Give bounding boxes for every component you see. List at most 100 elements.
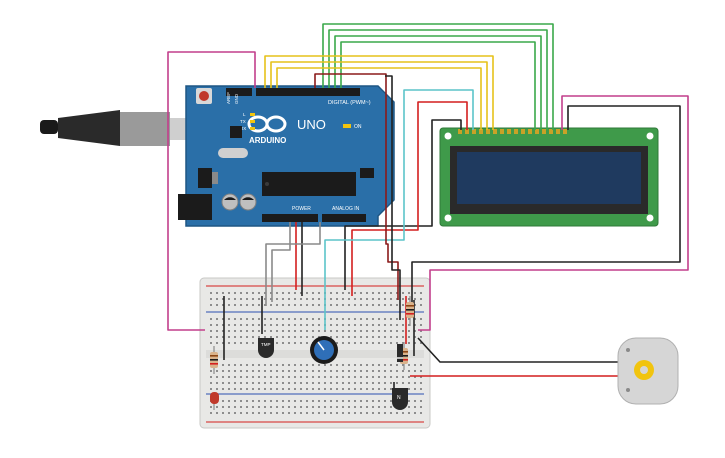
breadboard-hole <box>378 388 380 390</box>
breadboard-hole <box>318 412 320 414</box>
tx-led <box>250 120 255 123</box>
breadboard-hole <box>402 412 404 414</box>
breadboard-hole <box>420 336 422 338</box>
breadboard-hole <box>228 330 230 332</box>
breadboard-hole <box>360 412 362 414</box>
breadboard-hole <box>312 382 314 384</box>
wire-red-lcd <box>351 101 468 296</box>
breadboard-hole <box>336 318 338 320</box>
breadboard-hole <box>312 376 314 378</box>
breadboard-hole <box>300 318 302 320</box>
breadboard-hole <box>408 292 410 294</box>
breadboard-hole <box>372 406 374 408</box>
breadboard-hole <box>216 376 218 378</box>
usb-plug <box>120 112 170 146</box>
wire-yellow-2 <box>270 61 488 130</box>
breadboard-hole <box>210 342 212 344</box>
breadboard-hole <box>294 324 296 326</box>
breadboard-hole <box>396 412 398 414</box>
l-label: L <box>243 112 246 117</box>
breadboard-hole <box>210 406 212 408</box>
breadboard-hole <box>294 298 296 300</box>
breadboard-hole <box>402 364 404 366</box>
breadboard-hole <box>252 324 254 326</box>
breadboard-hole <box>222 304 224 306</box>
wire-gray-analog <box>265 222 321 306</box>
breadboard-hole <box>384 370 386 372</box>
usb-cable <box>40 110 186 146</box>
breadboard-hole <box>252 412 254 414</box>
capacitor-2 <box>239 193 257 211</box>
breadboard-hole <box>384 304 386 306</box>
breadboard-hole <box>420 412 422 414</box>
breadboard-hole <box>366 406 368 408</box>
breadboard-hole <box>282 324 284 326</box>
motor-terminal-2 <box>626 388 630 392</box>
breadboard-hole <box>336 330 338 332</box>
lcd-pin <box>465 129 469 134</box>
breadboard-hole <box>276 342 278 344</box>
breadboard-hole <box>288 292 290 294</box>
breadboard-hole <box>336 292 338 294</box>
breadboard-hole <box>318 292 320 294</box>
breadboard-hole <box>276 318 278 320</box>
breadboard-hole <box>270 370 272 372</box>
breadboard-hole <box>300 342 302 344</box>
breadboard-hole <box>258 336 260 338</box>
breadboard-hole <box>354 318 356 320</box>
breadboard-hole <box>330 382 332 384</box>
breadboard-hole <box>282 412 284 414</box>
breadboard-hole <box>246 304 248 306</box>
breadboard-hole <box>228 400 230 402</box>
breadboard-hole <box>372 388 374 390</box>
breadboard-hole <box>222 382 224 384</box>
breadboard-hole <box>210 298 212 300</box>
breadboard-hole <box>396 304 398 306</box>
wire-motor-black <box>417 337 618 363</box>
lcd-pin <box>507 129 511 134</box>
lcd-pin <box>535 129 539 134</box>
breadboard-hole <box>408 400 410 402</box>
diode <box>397 344 403 362</box>
breadboard-hole <box>252 330 254 332</box>
lcd-pin-row <box>458 129 567 134</box>
breadboard-hole <box>390 406 392 408</box>
breadboard-hole <box>378 342 380 344</box>
wire-green-4 <box>340 41 536 130</box>
transistor-label: N <box>397 395 401 401</box>
breadboard-hole <box>228 376 230 378</box>
breadboard-hole <box>222 342 224 344</box>
breadboard-hole <box>420 388 422 390</box>
breadboard-hole <box>414 324 416 326</box>
breadboard-hole <box>222 318 224 320</box>
breadboard-hole <box>414 376 416 378</box>
breadboard-hole <box>378 364 380 366</box>
breadboard-hole <box>402 330 404 332</box>
lcd-pin <box>458 129 462 134</box>
breadboard-hole <box>360 382 362 384</box>
breadboard-hole <box>252 364 254 366</box>
lcd-pin <box>479 129 483 134</box>
breadboard-hole <box>216 304 218 306</box>
breadboard-hole <box>264 382 266 384</box>
breadboard-hole <box>378 376 380 378</box>
breadboard-hole <box>420 364 422 366</box>
breadboard-hole <box>270 324 272 326</box>
arduino-pcb <box>185 85 395 227</box>
breadboard-hole <box>366 318 368 320</box>
breadboard-hole <box>306 382 308 384</box>
breadboard-hole <box>264 412 266 414</box>
breadboard-hole <box>324 382 326 384</box>
breadboard-hole <box>396 292 398 294</box>
breadboard-hole <box>402 342 404 344</box>
breadboard-hole <box>234 304 236 306</box>
transistor-body <box>392 388 408 410</box>
breadboard-hole <box>372 412 374 414</box>
breadboard-hole <box>384 318 386 320</box>
breadboard-hole <box>258 382 260 384</box>
breadboard-hole <box>330 298 332 300</box>
breadboard-hole <box>252 292 254 294</box>
breadboard-hole <box>384 412 386 414</box>
breadboard-hole <box>390 400 392 402</box>
lcd-hole-tl <box>444 132 452 140</box>
